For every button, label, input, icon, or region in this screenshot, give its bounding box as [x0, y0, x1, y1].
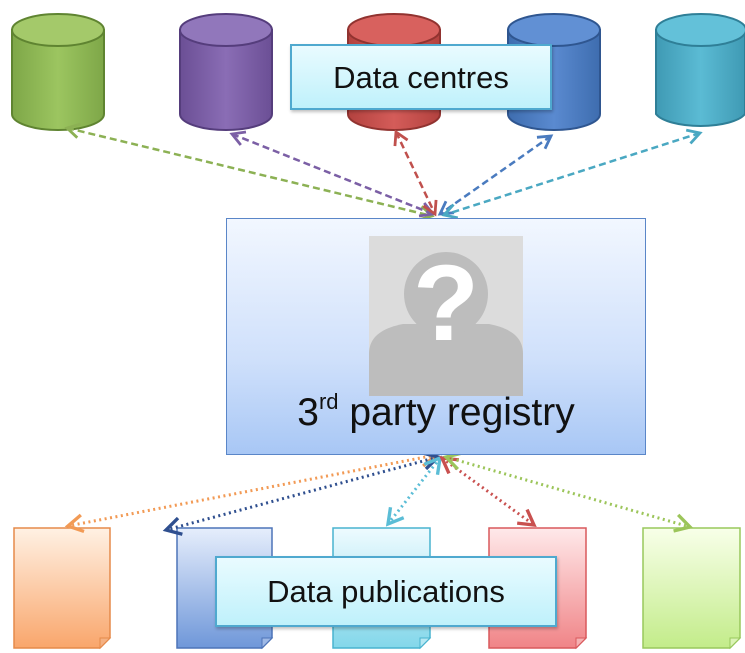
- data-centres-text: Data centres: [333, 59, 509, 95]
- arrow-red-centre: [393, 129, 438, 217]
- data-centres-label: Data centres: [290, 44, 552, 110]
- document-icon-orange: [13, 527, 112, 650]
- arrow-navy-pub: [162, 451, 442, 536]
- arrow-cyan-pub: [385, 455, 443, 527]
- arrow-orange-pub: [64, 447, 440, 534]
- arrow-teal-centre: [441, 128, 703, 220]
- database-icon-green: [11, 13, 105, 131]
- svg-text:?: ?: [413, 242, 479, 363]
- arrow-rose-pub: [439, 456, 537, 527]
- registry-box: ? 3rd party registry: [226, 218, 646, 455]
- arrow-blue-centre: [437, 134, 554, 216]
- arrow-lime-pub: [442, 451, 694, 533]
- registry-label: 3rd party registry: [297, 389, 575, 434]
- database-icon-teal: [655, 13, 745, 127]
- publication-arrows: [64, 447, 694, 536]
- unknown-person-icon: ?: [369, 236, 523, 396]
- arrow-green-centre: [64, 122, 435, 222]
- data-publications-text: Data publications: [267, 574, 505, 609]
- database-icon-purple: [179, 13, 273, 131]
- centre-arrows: [64, 122, 703, 222]
- data-publications-label: Data publications: [215, 556, 557, 627]
- document-icon-green: [642, 527, 742, 650]
